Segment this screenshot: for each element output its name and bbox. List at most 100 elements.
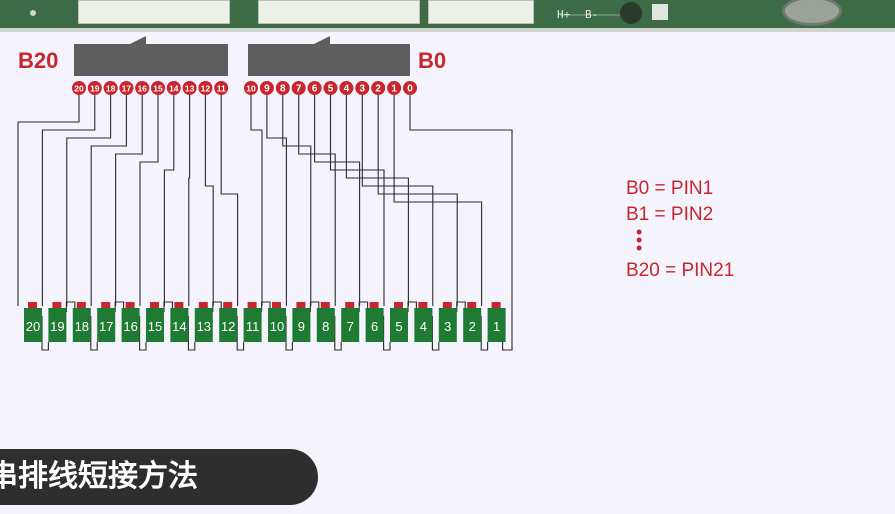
header-pin-label-12: 12 <box>201 84 211 94</box>
pcb-component <box>620 2 642 24</box>
cell-9 <box>292 308 311 342</box>
series-link <box>309 301 320 312</box>
cell-8 <box>316 308 335 342</box>
cell-label-6: 6 <box>371 319 378 334</box>
header-pin-6 <box>307 81 322 95</box>
cell-terminal <box>345 302 355 308</box>
note-b1: B1 = PIN2 <box>626 204 714 225</box>
header-pin-20 <box>72 81 86 95</box>
header-pin-4 <box>339 81 354 95</box>
header-pin-19 <box>87 81 102 95</box>
header-pin-label-19: 19 <box>90 84 100 94</box>
cell-label-2: 2 <box>469 319 476 334</box>
header-pin-label-13: 13 <box>185 84 195 94</box>
header-pin-0 <box>403 81 417 95</box>
cell-terminal <box>442 302 452 308</box>
cell-6 <box>365 308 384 342</box>
cell-label-4: 4 <box>420 319 427 334</box>
series-link <box>65 301 76 312</box>
wire-b6 <box>314 95 361 306</box>
board-connector-1 <box>78 0 230 24</box>
cell-label-18: 18 <box>75 319 89 334</box>
cell-7 <box>341 308 360 342</box>
board-connector-3 <box>428 0 534 24</box>
series-link <box>334 316 342 351</box>
wire-b5 <box>329 95 385 306</box>
series-link <box>163 301 173 312</box>
cell-label-9: 9 <box>298 319 305 334</box>
cell-terminal <box>125 302 135 308</box>
note-b20: B20 = PIN21 <box>626 260 735 281</box>
series-link <box>236 316 245 351</box>
header-pin-3 <box>355 81 370 95</box>
header-pin-label-1: 1 <box>391 84 397 95</box>
wire-b1 <box>393 95 483 306</box>
cell-label-5: 5 <box>395 319 402 334</box>
wire-b16 <box>115 95 143 306</box>
cell-2 <box>463 308 482 342</box>
wire-b14 <box>163 95 175 306</box>
cell-5 <box>390 308 408 342</box>
header-pin-14 <box>166 81 181 95</box>
header-pin-label-5: 5 <box>328 84 334 95</box>
cell-label-11: 11 <box>246 319 260 334</box>
cell-label-12: 12 <box>221 319 235 334</box>
series-link <box>407 301 417 312</box>
header-pin-label-2: 2 <box>375 84 381 95</box>
connector-right-key <box>314 36 330 44</box>
wire-b8 <box>282 95 312 306</box>
cell-label-17: 17 <box>99 319 113 334</box>
series-link <box>480 316 489 351</box>
wire-b2 <box>377 95 458 306</box>
series-link <box>456 301 466 312</box>
cell-terminal <box>198 302 208 308</box>
cell-label-14: 14 <box>172 319 186 334</box>
wire-b9 <box>266 95 287 306</box>
title-badge: 串排线短接方法 <box>0 449 318 505</box>
header-pin-5 <box>323 81 338 95</box>
header-pin-2 <box>371 81 386 95</box>
connector-left <box>74 44 228 76</box>
series-link <box>285 316 293 351</box>
cell-terminal <box>320 302 330 308</box>
cell-1 <box>487 308 506 342</box>
ellipsis-dots: ••• <box>636 222 643 258</box>
wire-b17 <box>90 95 127 306</box>
cell-terminal <box>296 302 306 308</box>
wire-b4 <box>345 95 409 306</box>
series-link <box>114 301 125 312</box>
cell-terminal <box>418 302 428 308</box>
wire-b12 <box>204 95 214 306</box>
series-link <box>187 316 196 351</box>
cell-label-10: 10 <box>270 319 284 334</box>
wire-b7 <box>298 95 336 306</box>
series-link <box>90 316 98 351</box>
cell-label-20: 20 <box>26 319 40 334</box>
header-pin-label-0: 0 <box>407 84 413 95</box>
pcb-component <box>652 4 668 20</box>
series-link <box>212 301 222 312</box>
wire-b13 <box>188 95 191 306</box>
series-link <box>431 316 440 351</box>
board-connector-2 <box>258 0 420 24</box>
pcb-trace <box>560 14 620 16</box>
cell-14 <box>170 308 189 342</box>
cell-18 <box>72 308 91 342</box>
wire-b10 <box>250 95 263 306</box>
cell-terminal <box>394 302 403 308</box>
header-pin-label-18: 18 <box>106 84 116 94</box>
pcb-edge <box>0 28 895 32</box>
header-pin-9 <box>259 81 274 95</box>
cell-16 <box>121 308 140 342</box>
cell-10 <box>268 308 286 342</box>
wire-b19 <box>41 95 96 306</box>
header-pin-label-20: 20 <box>74 84 84 94</box>
wire-b20 <box>17 95 80 306</box>
cell-4 <box>414 308 433 342</box>
cell-label-7: 7 <box>347 319 354 334</box>
connector-left-key <box>130 36 146 44</box>
pin-mapping-notes: B0 = PIN1 B1 = PIN2 ••• B20 = PIN21 <box>626 176 734 284</box>
